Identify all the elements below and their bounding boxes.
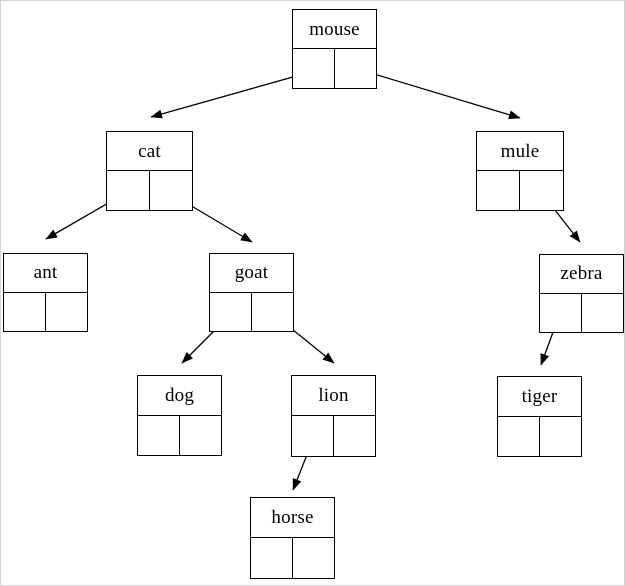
tree-node-left-pointer-cell [477,171,520,210]
tree-node-zebra: zebra [539,254,624,333]
tree-node-left-pointer-cell [292,416,334,456]
tree-node-label: mouse [293,10,376,49]
tree-node-left-pointer-cell [4,292,46,331]
tree-node-pointer-row [138,415,222,456]
tree-node-right-pointer-cell [150,171,193,210]
tree-node-label: cat [107,132,192,171]
tree-node-right-pointer-cell [520,171,563,210]
tree-node-label: tiger [498,377,581,417]
tree-node-left-pointer-cell [498,416,540,456]
tree-node-pointer-row [210,292,294,332]
tree-node-pointer-row [498,416,582,457]
tree-node-right-pointer-cell [335,49,377,88]
tree-node-label: lion [292,376,375,416]
tree-node-right-pointer-cell [334,416,376,456]
tree-node-label: dog [138,376,221,416]
tree-node-lion: lion [291,375,376,457]
tree-edge-mouse-to-mule [353,67,521,120]
tree-node-left-pointer-cell [251,538,293,578]
tree-node-horse: horse [250,497,335,579]
tree-node-pointer-row [540,293,624,333]
tree-node-ant: ant [3,253,88,332]
tree-node-left-pointer-cell [540,293,582,332]
tree-node-cat: cat [106,131,193,211]
tree-node-right-pointer-cell [180,416,222,456]
tree-node-goat: goat [209,253,294,332]
tree-node-right-pointer-cell [582,294,624,333]
tree-node-pointer-row [4,292,88,332]
tree-node-right-pointer-cell [252,293,294,332]
tree-node-left-pointer-cell [293,49,335,88]
tree-node-pointer-row [293,49,376,88]
tree-node-tiger: tiger [497,376,582,457]
tree-node-right-pointer-cell [540,417,582,457]
tree-node-pointer-row [477,171,563,210]
tree-node-label: ant [4,254,87,293]
tree-node-label: horse [251,498,334,538]
tree-node-label: goat [210,254,293,293]
tree-node-pointer-row [251,538,334,578]
tree-node-right-pointer-cell [293,538,335,578]
tree-edge-mouse-to-cat [150,70,315,119]
tree-node-label: mule [477,132,563,171]
tree-node-mule: mule [476,131,564,211]
tree-node-label: zebra [540,255,623,294]
tree-node-dog: dog [137,375,222,456]
tree-node-left-pointer-cell [210,292,252,331]
tree-node-left-pointer-cell [138,415,180,455]
tree-node-left-pointer-cell [107,171,150,210]
tree-node-mouse: mouse [292,9,377,89]
tree-node-pointer-row [292,416,375,456]
tree-node-right-pointer-cell [46,293,88,332]
tree-node-pointer-row [107,171,192,210]
